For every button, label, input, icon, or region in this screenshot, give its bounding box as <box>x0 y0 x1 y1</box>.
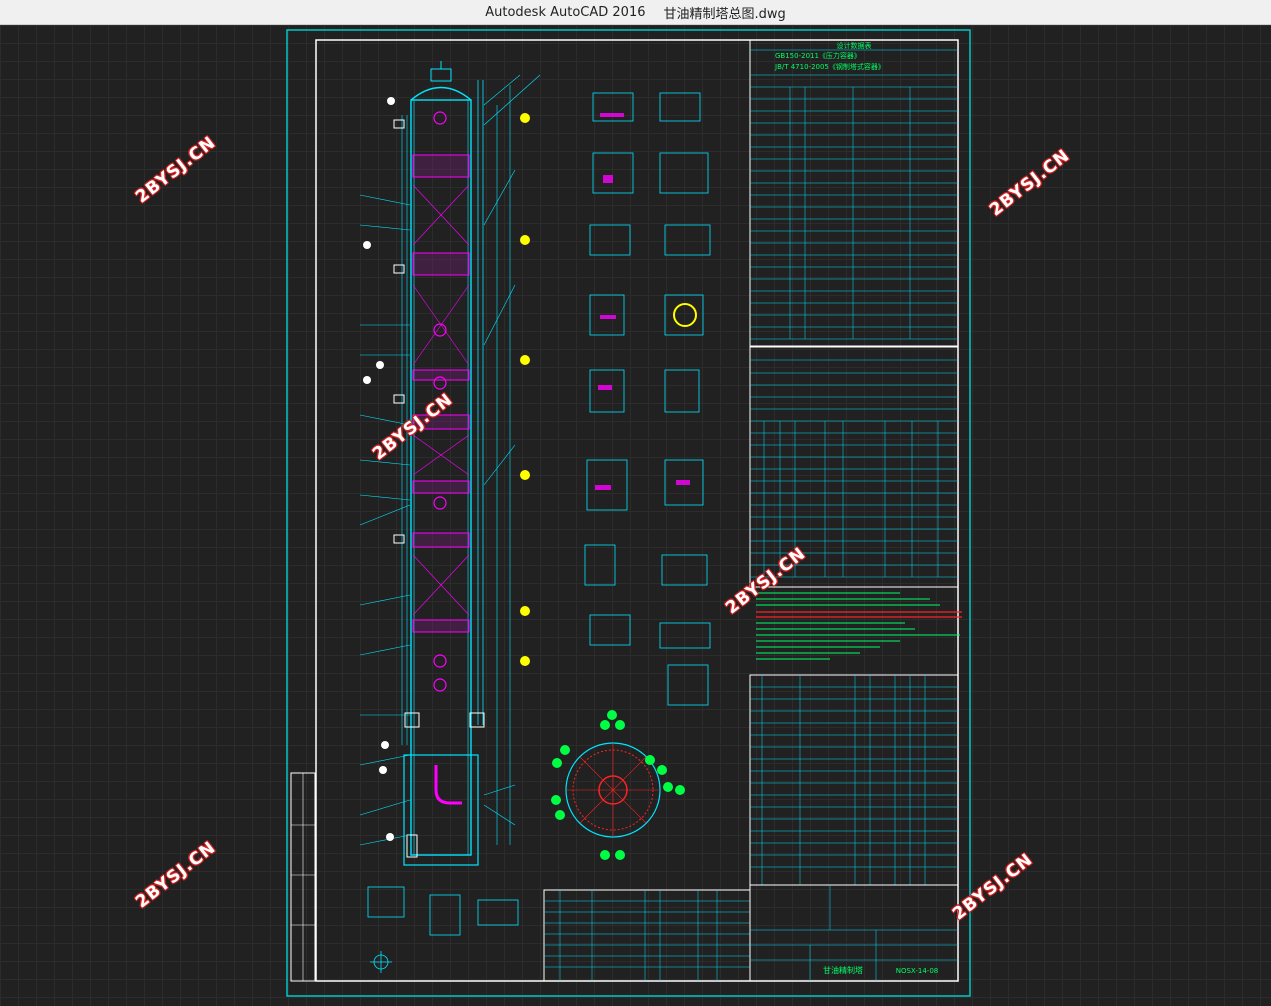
packing-sections <box>412 154 470 633</box>
nozzle-table <box>749 346 959 588</box>
svg-text:设计数据表: 设计数据表 <box>837 41 872 50</box>
distributor-plan <box>565 742 661 838</box>
part-balloons-left <box>363 97 395 841</box>
nozzle-orientation-balloons <box>551 710 685 860</box>
revision-strip-lines <box>291 773 315 981</box>
technical-notes <box>756 592 962 660</box>
tower-column[interactable] <box>401 61 484 866</box>
parts-list <box>749 674 959 886</box>
leader-lines-right <box>483 74 541 826</box>
title-block: 甘油精制塔 NOSX-14-08 <box>749 884 959 982</box>
dimension-lines <box>496 85 511 845</box>
detail-flange <box>673 303 697 327</box>
standard-line-2: JB/T 4710-2005《钢制塔式容器》 <box>774 62 885 71</box>
leader-lines-left <box>359 194 411 846</box>
nozzles <box>393 119 485 858</box>
drawing-frame <box>315 39 959 982</box>
title-block-drawing-no: NOSX-14-08 <box>896 967 939 975</box>
file-name: 甘油精制塔总图.dwg <box>663 6 786 22</box>
elevation-markers <box>520 113 530 666</box>
detail-views <box>584 92 711 706</box>
cad-drawing: 设计数据表 GB150-2011《压力容器》 JB/T 4710-2005《钢制… <box>286 29 971 997</box>
title-block-project: 甘油精制塔 <box>823 965 863 975</box>
standard-line-1: GB150-2011《压力容器》 <box>775 51 861 60</box>
bottom-parts-table <box>543 889 751 982</box>
bottom-details <box>367 886 519 973</box>
manholes <box>433 111 447 692</box>
window-titlebar: Autodesk AutoCAD 2016 甘油精制塔总图.dwg <box>0 0 1271 25</box>
sheet-border <box>286 29 971 997</box>
app-name: Autodesk AutoCAD 2016 <box>485 4 646 20</box>
design-data-table: 设计数据表 GB150-2011《压力容器》 JB/T 4710-2005《钢制… <box>749 39 959 347</box>
drawing-canvas[interactable]: 设计数据表 GB150-2011《压力容器》 JB/T 4710-2005《钢制… <box>0 25 1271 1006</box>
bed-bracing <box>412 184 470 616</box>
detail-highlights <box>595 113 690 490</box>
